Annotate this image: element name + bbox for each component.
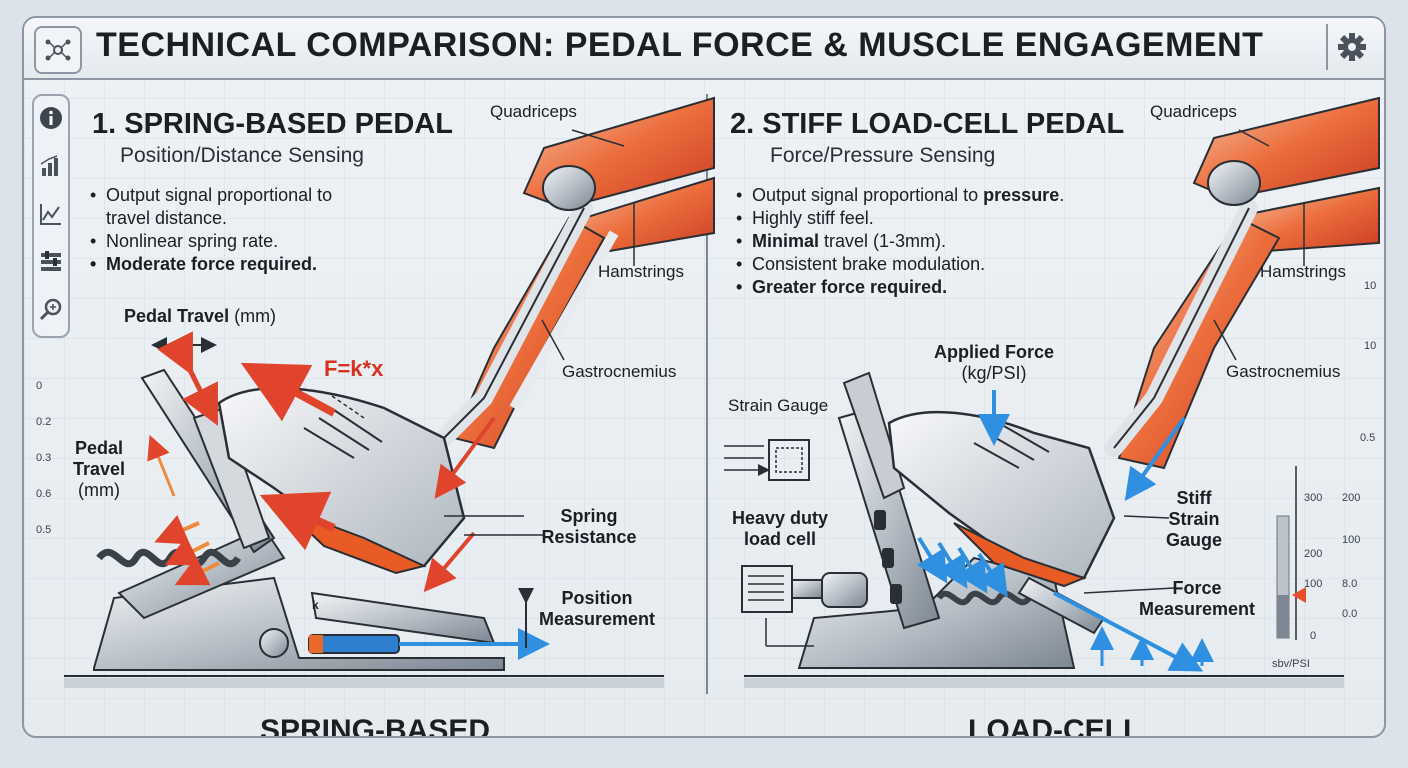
info-icon[interactable]: [37, 104, 65, 132]
right-hamstrings-label: Hamstrings: [1260, 262, 1346, 281]
left-hamstrings-label: Hamstrings: [598, 262, 684, 281]
left-tick-5: 0.5: [36, 524, 52, 536]
left-subheading: Position/Distance Sensing: [120, 144, 364, 167]
right-bullet-2: Highly stiff feel.: [734, 207, 1064, 230]
left-footer-label: SPRING-BASED: [260, 714, 491, 738]
line-chart-icon[interactable]: [37, 200, 65, 228]
gauge-outer-tick-3: 0.5: [1360, 432, 1376, 444]
panel-divider: [706, 94, 708, 694]
gauge-left-tick-3: 100: [1304, 578, 1323, 590]
gear-icon[interactable]: [1326, 24, 1374, 70]
gauge-right-tick-3: 8.0: [1342, 578, 1358, 590]
gauge-right-tick-2: 100: [1342, 534, 1361, 546]
sidebar: [32, 94, 70, 338]
left-gastrocnemius-label: Gastrocnemius: [562, 362, 677, 381]
gauge-outer-tick-2: 10: [1364, 340, 1377, 352]
left-bullet-2: Nonlinear spring rate.: [88, 230, 332, 253]
pedal-travel-label: Pedal Travel (mm): [124, 306, 277, 326]
header-bar: TECHNICAL COMPARISON: PEDAL FORCE & MUSC…: [24, 18, 1384, 80]
gauge-left-tick-1: 300: [1304, 492, 1323, 504]
bar-chart-icon[interactable]: [37, 152, 65, 180]
left-tick-2: 0.2: [36, 416, 52, 428]
load-cell-pedal-illustration: [724, 371, 1116, 669]
left-tick-1: 0: [36, 380, 43, 392]
formula-label: F=k*x: [324, 356, 384, 381]
left-bullet-3: Moderate force required.: [88, 253, 332, 276]
right-footer-label: LOAD-CELL: [968, 714, 1142, 738]
ground-left: [64, 675, 664, 688]
gauge-outer-tick-1: 10: [1364, 280, 1377, 292]
force-gauge: [1276, 466, 1306, 640]
network-nodes-icon[interactable]: [34, 26, 82, 74]
main-frame: TECHNICAL COMPARISON: PEDAL FORCE & MUSC…: [22, 16, 1386, 738]
gauge-right-tick-4: 0.0: [1342, 608, 1358, 620]
left-force-arrows: [147, 129, 635, 648]
ground-right: [744, 675, 1344, 688]
left-quadriceps-label: Quadriceps: [490, 102, 577, 121]
left-leg-illustration: [435, 96, 715, 450]
page-title: TECHNICAL COMPARISON: PEDAL FORCE & MUSC…: [96, 26, 1264, 64]
left-tick-4: 0.6: [36, 488, 52, 500]
right-bullet-3: Minimal travel (1-3mm).: [734, 230, 1064, 253]
right-bullet-4: Consistent brake modulation.: [734, 253, 1064, 276]
gauge-left-tick-4: 0: [1310, 630, 1317, 642]
sliders-icon[interactable]: [37, 248, 65, 276]
right-subheading: Force/Pressure Sensing: [770, 144, 996, 167]
gauge-unit-label: sbv/PSI: [1272, 658, 1310, 670]
gauge-left-tick-2: 200: [1304, 548, 1323, 560]
right-bullet-list: Output signal proportional to pressure. …: [734, 184, 1064, 299]
applied-force-label: Applied Force(kg/PSI): [933, 342, 1054, 383]
zoom-icon[interactable]: [37, 296, 65, 324]
left-tick-3: 0.3: [36, 452, 52, 464]
left-heading: 1. SPRING-BASED PEDAL: [92, 108, 453, 140]
right-bullet-5: Greater force required.: [734, 276, 1064, 299]
strain-gauge-label: Strain Gauge: [728, 396, 829, 415]
right-heading: 2. STIFF LOAD-CELL PEDAL: [730, 108, 1125, 140]
gauge-right-tick-1: 200: [1342, 492, 1361, 504]
right-leg-illustration: [1105, 96, 1380, 470]
right-quadriceps-label: Quadriceps: [1150, 102, 1237, 121]
right-gastrocnemius-label: Gastrocnemius: [1226, 362, 1341, 381]
gauge-fill: [1277, 595, 1289, 638]
gauge-pointer: [1292, 587, 1306, 603]
right-bullet-1: Output signal proportional to pressure.: [734, 184, 1064, 207]
k-marker-label: k: [312, 598, 319, 612]
right-force-arrows: [765, 129, 1305, 672]
illustration-layer: [64, 96, 1380, 688]
